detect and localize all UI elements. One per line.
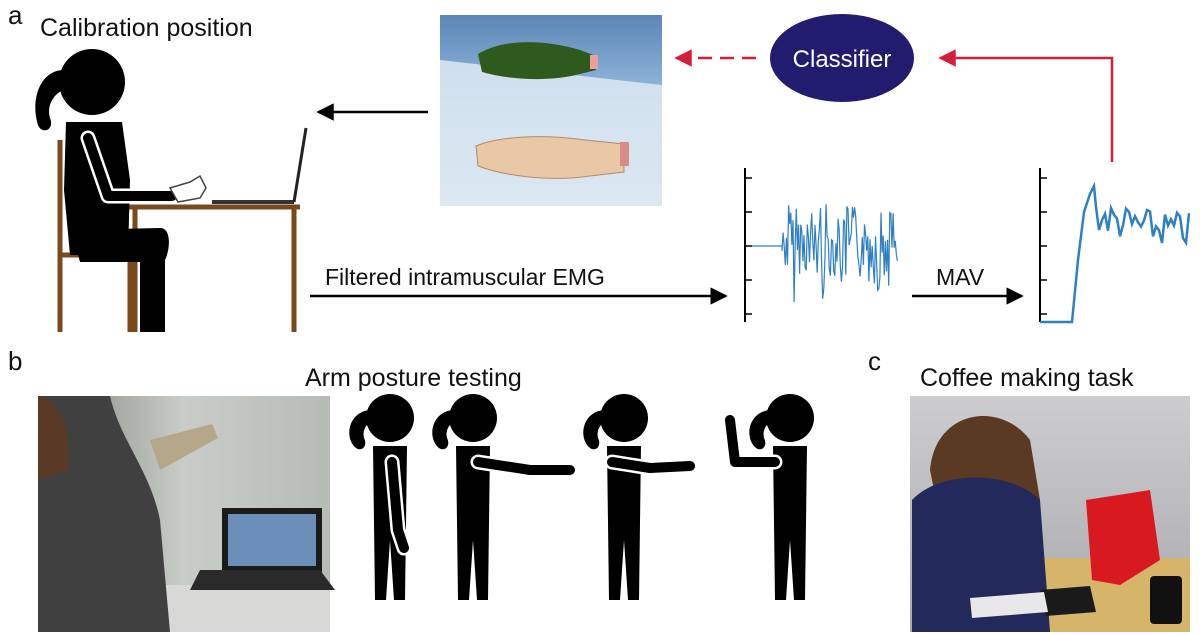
figure-arm-raised: [722, 394, 814, 600]
emg-arrow-label: Filtered intramuscular EMG: [325, 264, 605, 290]
posture-title: Arm posture testing: [305, 364, 522, 392]
calibration-title: Calibration position: [40, 14, 253, 42]
laptop-icon: [212, 127, 308, 204]
coffee-photo: [910, 396, 1190, 632]
classifier-label: Classifier: [793, 46, 892, 73]
panel-letter-c: c: [868, 346, 881, 376]
person-seated-icon: [35, 49, 300, 332]
posture-figures: [349, 394, 814, 600]
mav-plot: [1039, 168, 1191, 324]
mav-trace: [1040, 181, 1191, 324]
virtual-hand-icon: [440, 15, 662, 206]
panel-letter-b: b: [8, 346, 23, 376]
emg-plot: [744, 168, 899, 322]
emg-trace: [752, 204, 899, 303]
posture-photo: [38, 396, 335, 632]
figure-arm-across: [583, 394, 698, 600]
coffee-title: Coffee making task: [920, 364, 1134, 392]
figure-arm-forward: [432, 394, 578, 600]
mav-to-classifier-arrow: [938, 49, 1114, 162]
mav-arrow-label: MAV: [936, 264, 985, 290]
panel-letter-a: a: [8, 0, 23, 30]
classifier-node: [770, 14, 914, 102]
figure-arm-down: [349, 394, 414, 600]
